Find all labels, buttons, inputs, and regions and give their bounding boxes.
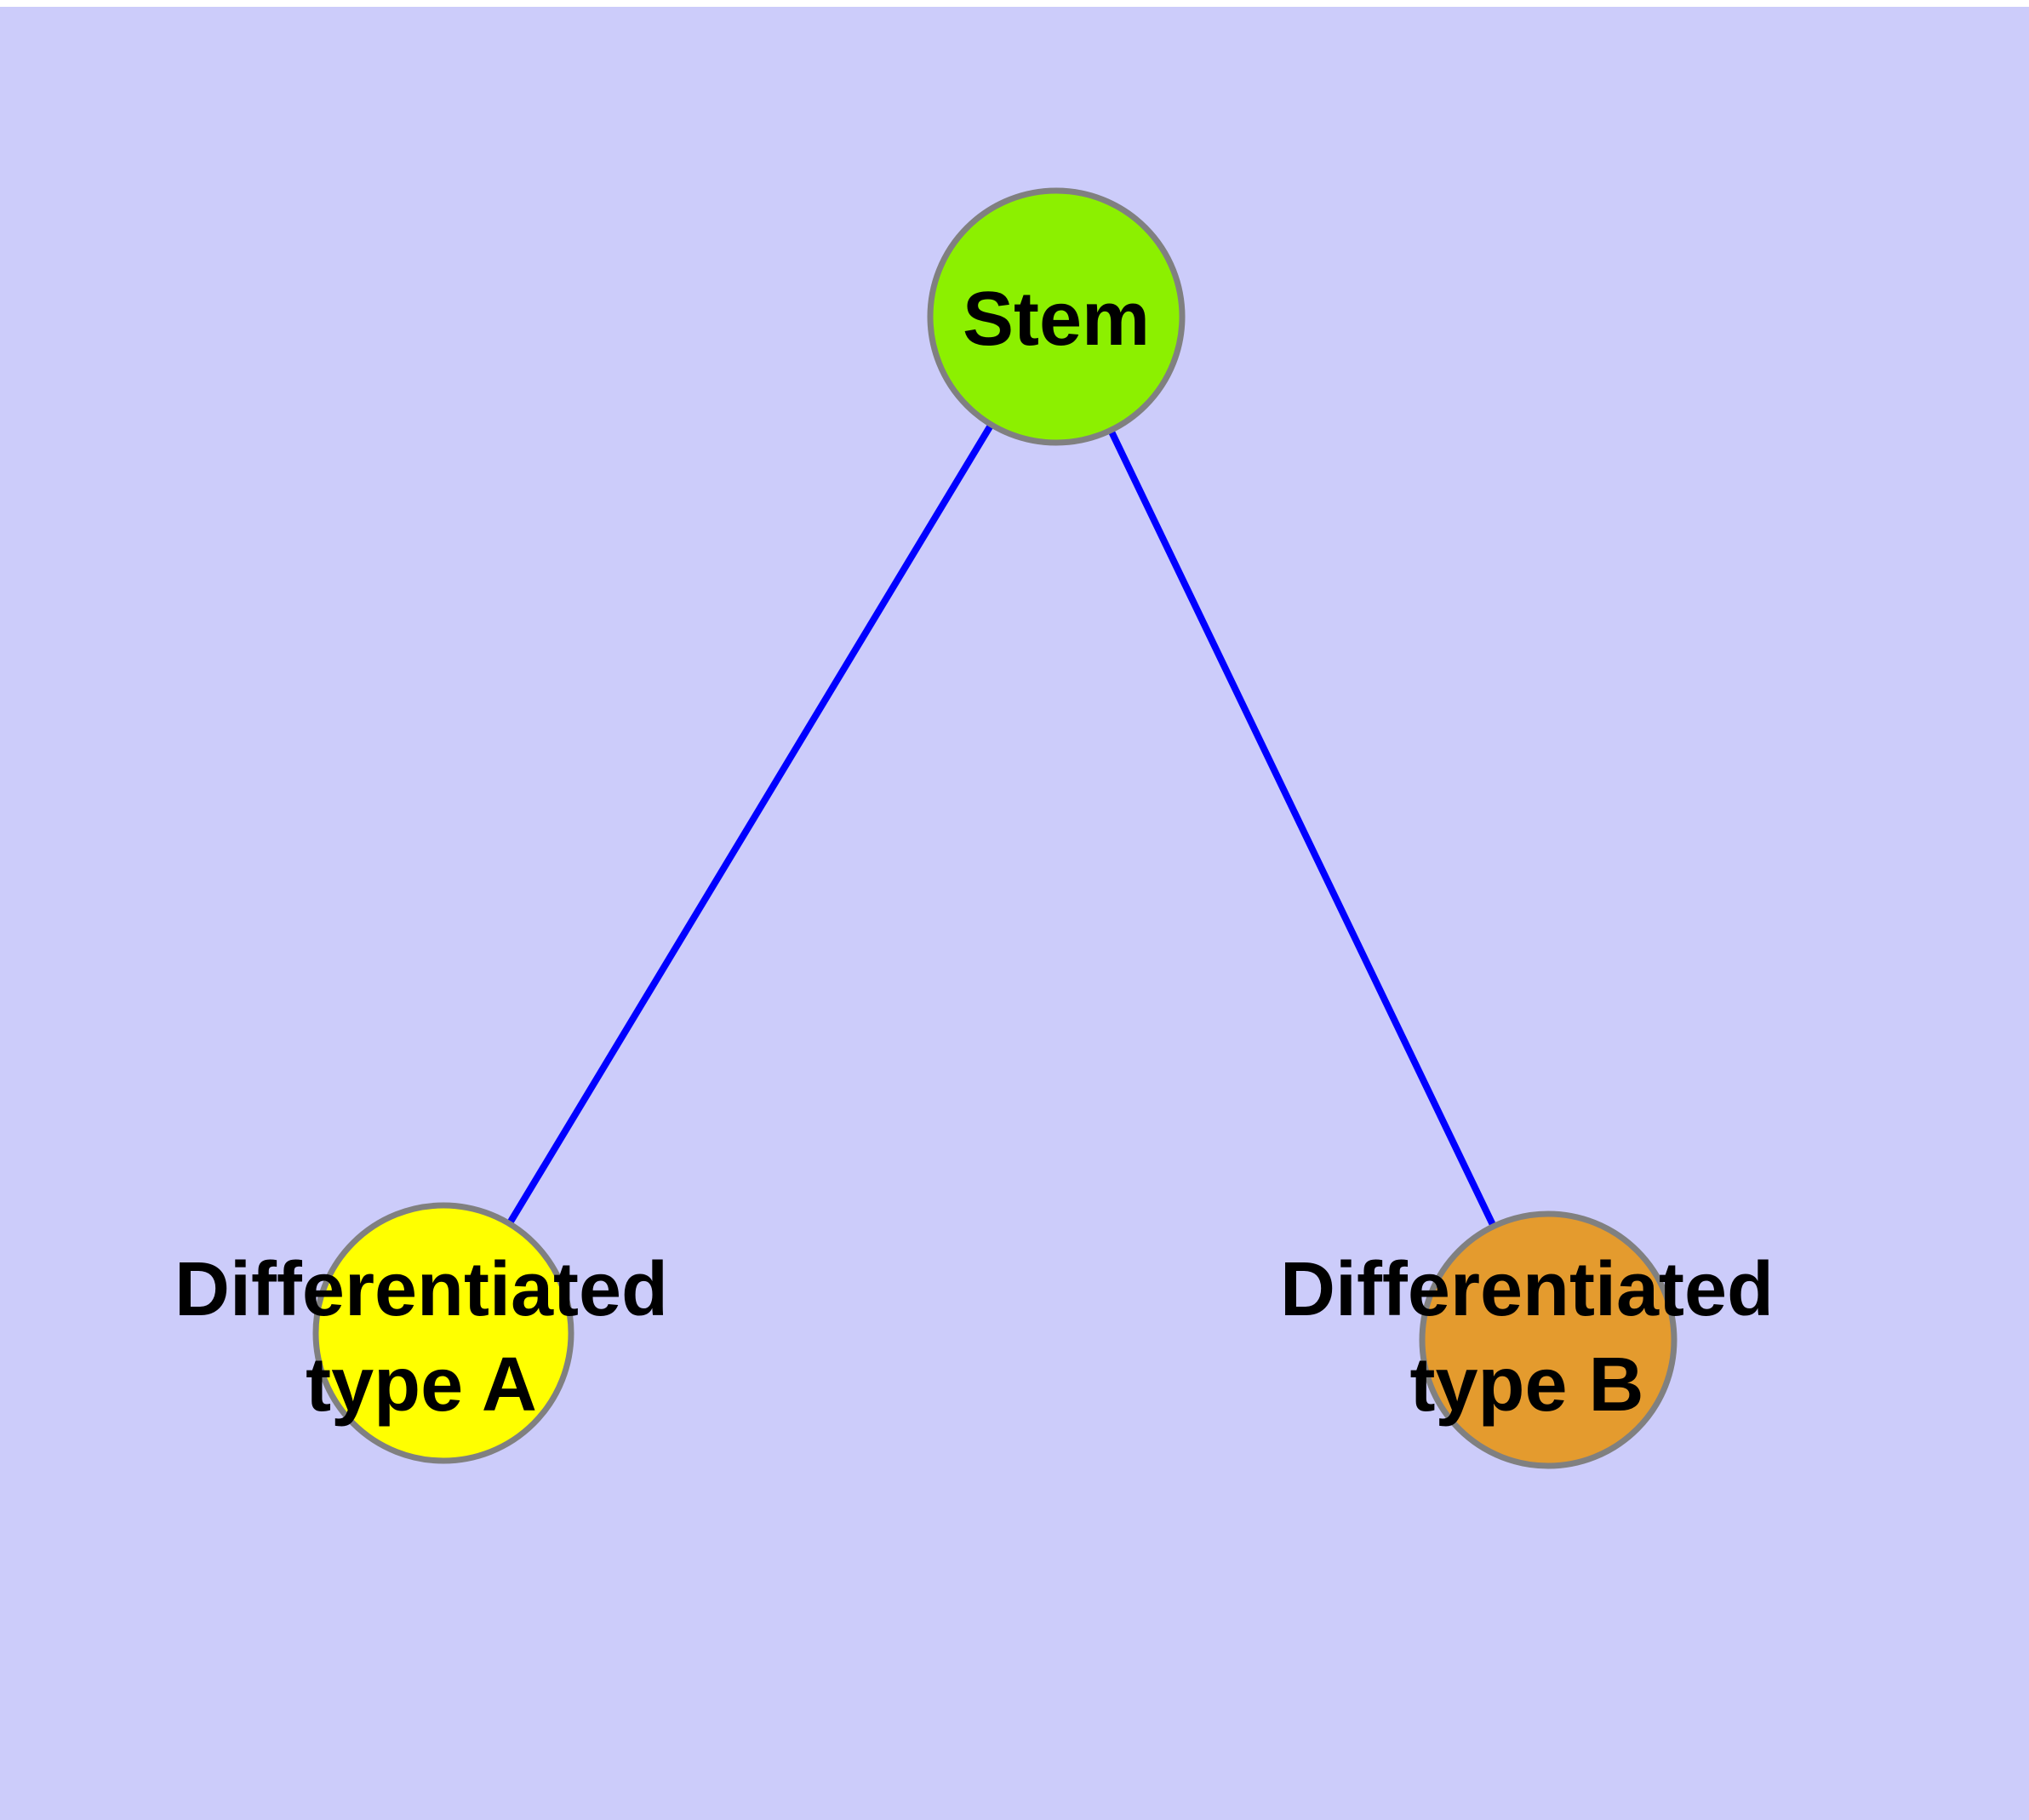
edge-stem-to-differentiated-type-a[interactable] [440,314,1060,1336]
node-label-differentiated-type-b-line1: Differentiated [1280,1247,1774,1332]
node-label-differentiated-type-b-line2: type B [1409,1342,1643,1428]
node-label-differentiated-type-a-line1: Differentiated [174,1247,668,1332]
node-stem[interactable] [927,187,1186,446]
edge-group [440,314,1552,1342]
node-differentiated-type-a[interactable] [312,1202,574,1464]
node-label-differentiated-type-a-line2: type A [306,1342,537,1428]
node-group [312,187,1677,1469]
node-label-stem: Stem [963,277,1150,362]
node-differentiated-type-b[interactable] [1419,1210,1677,1469]
edge-stem-to-differentiated-type-b[interactable] [1053,315,1552,1342]
node-label-group: Stem Differentiated type A Differentiate… [174,277,1774,1428]
